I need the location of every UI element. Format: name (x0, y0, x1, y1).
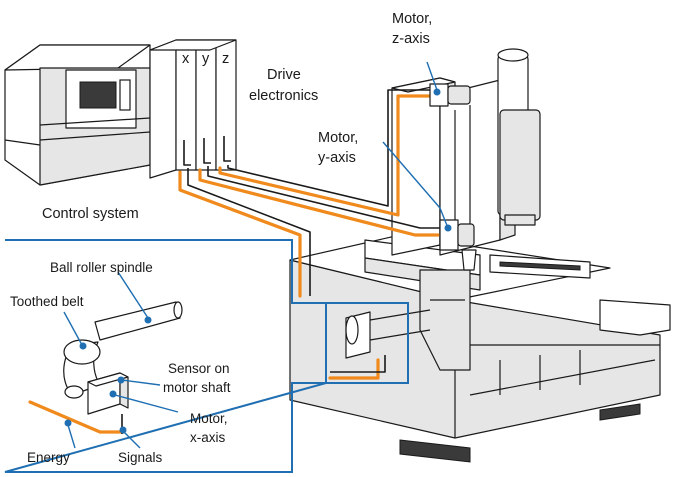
motor-x-label-2: x-axis (190, 430, 226, 445)
control-cabinet (4, 44, 151, 186)
wiring (178, 89, 440, 380)
motor-x-on-machine (345, 309, 431, 359)
ball-roller-spindle-label: Ball roller spindle (50, 260, 153, 275)
energy-line-y (198, 168, 440, 237)
motor-y-label-2: y-axis (318, 150, 356, 166)
axis-label-z: z (222, 51, 229, 67)
drive-electronics-cabinet (149, 39, 237, 179)
energy-line-detail (28, 400, 126, 434)
motor-x-label-1: Motor, (190, 411, 228, 426)
energy-line-x (178, 170, 302, 298)
energy-label: Energy (27, 450, 70, 465)
detail-highlight-box (325, 302, 409, 384)
axis-label-y: y (202, 51, 210, 67)
signal-line-z (227, 89, 432, 207)
signal-line-x (187, 168, 311, 296)
toothed-belt-label: Toothed belt (10, 294, 84, 309)
motor-y (439, 219, 475, 251)
sensor-label-1: Sensor on (168, 361, 230, 376)
drive-electronics-label-2: electronics (249, 88, 318, 104)
control-system-label: Control system (42, 206, 139, 222)
motor-y-label-1: Motor, (318, 130, 358, 146)
signals-label: Signals (118, 450, 163, 465)
signal-line-y (207, 166, 440, 229)
callout-leaders (63, 61, 452, 449)
sensor-label-2: motor shaft (163, 380, 231, 395)
energy-line-z (218, 94, 432, 217)
axis-label-x: x (182, 51, 190, 67)
drive-electronics-label-1: Drive (267, 67, 301, 83)
machine-column (391, 48, 541, 271)
detail-inset-frame (4, 239, 327, 473)
motor-z-label-2: z-axis (392, 31, 430, 47)
motor-z-label-1: Motor, (392, 11, 432, 27)
motor-z (429, 83, 471, 107)
inset-detail (28, 301, 183, 434)
